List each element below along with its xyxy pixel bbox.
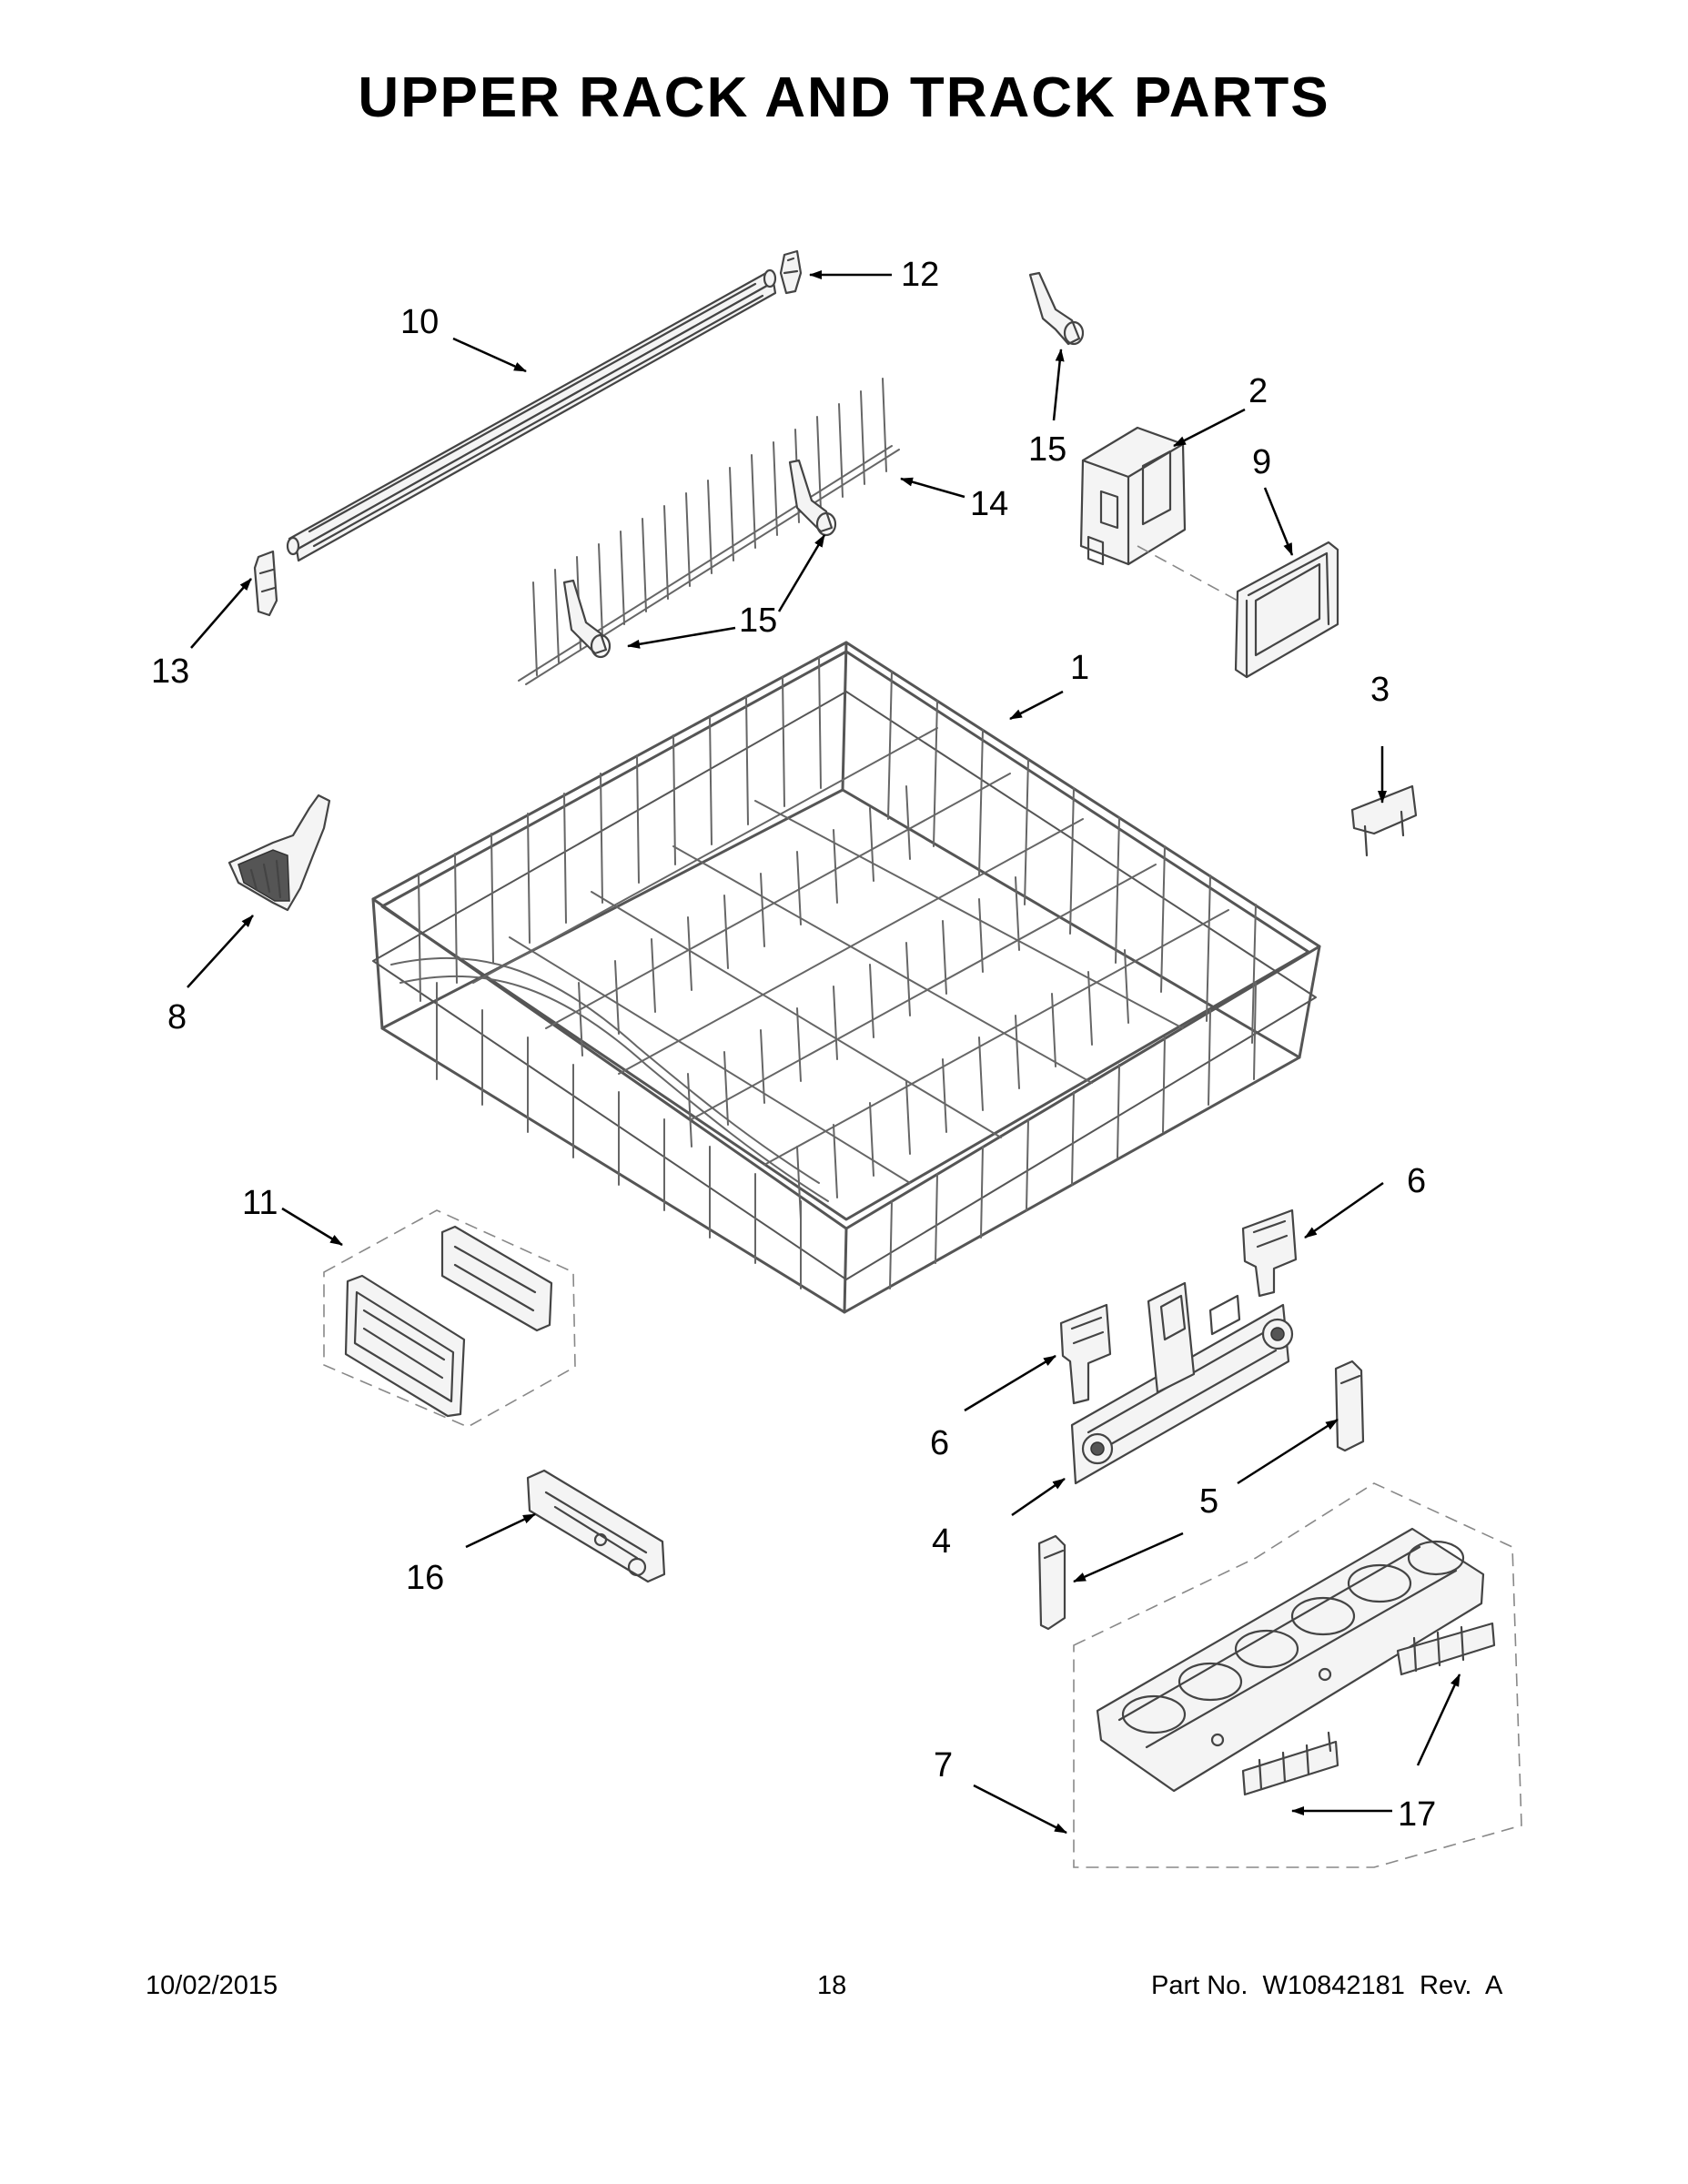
callout-11: 11 [242, 1184, 278, 1222]
callout-14: 14 [970, 485, 1008, 523]
callout-2: 2 [1248, 372, 1268, 410]
callout-15-upper: 15 [1028, 430, 1066, 469]
part-9-adjuster-cover [1234, 541, 1339, 679]
callout-9: 9 [1252, 443, 1271, 481]
callout-10: 10 [400, 303, 439, 341]
leader-lines [187, 270, 1461, 1835]
callout-4: 4 [932, 1522, 951, 1561]
part-15-tine-clip-a [1028, 271, 1085, 346]
page-title: UPPER RACK AND TRACK PARTS [358, 66, 1330, 129]
part-17-shelf-clip-b [1241, 1731, 1339, 1796]
callout-16: 16 [406, 1559, 444, 1597]
callout-6-upper: 6 [1407, 1162, 1426, 1200]
part-5-rail-a [1334, 1360, 1365, 1452]
part-16-stop-clip [526, 1469, 666, 1583]
part-13-rail-end-stop [253, 550, 278, 617]
callout-3: 3 [1370, 671, 1390, 709]
callout-15-lower: 15 [739, 602, 777, 640]
footer-date: 10/02/2015 [146, 1971, 278, 2000]
part-15-tine-clip-b [788, 459, 837, 537]
part-14-tine-row [518, 378, 900, 685]
footer-part-number: Part No. W10842181 Rev. A [1151, 1971, 1503, 2000]
callout-6-lower: 6 [930, 1424, 949, 1462]
callout-7: 7 [934, 1746, 953, 1785]
part-3-rack-clip [1350, 784, 1418, 857]
callout-12: 12 [901, 256, 939, 294]
part-6-clip-a [1241, 1208, 1298, 1298]
part-10-track-rail [286, 268, 777, 562]
callout-8: 8 [167, 998, 187, 1036]
part-12-rail-end-cap [779, 249, 803, 295]
callout-numbers: 1 2 3 4 5 6 6 7 8 9 10 11 12 13 14 15 15… [151, 256, 1436, 1834]
part-6-clip-b [1059, 1303, 1112, 1405]
callout-17: 17 [1398, 1795, 1436, 1834]
callout-5: 5 [1199, 1482, 1218, 1521]
part-1-upper-rack [371, 641, 1321, 1314]
part-8-adjuster-handle [227, 794, 331, 912]
part-2-adjuster-housing [1079, 426, 1187, 566]
footer-page-number: 18 [817, 1971, 847, 2000]
part-7-cup-shelf [1073, 1482, 1522, 1868]
part-15-tine-clip-c [562, 579, 612, 659]
part-5-rail-b [1037, 1534, 1066, 1631]
callout-1: 1 [1070, 649, 1089, 687]
callout-13: 13 [151, 652, 189, 691]
part-4-adjuster-track [1070, 1281, 1294, 1485]
part-17-shelf-clip-a [1396, 1622, 1496, 1676]
part-11-rack-bumper [323, 1209, 576, 1428]
